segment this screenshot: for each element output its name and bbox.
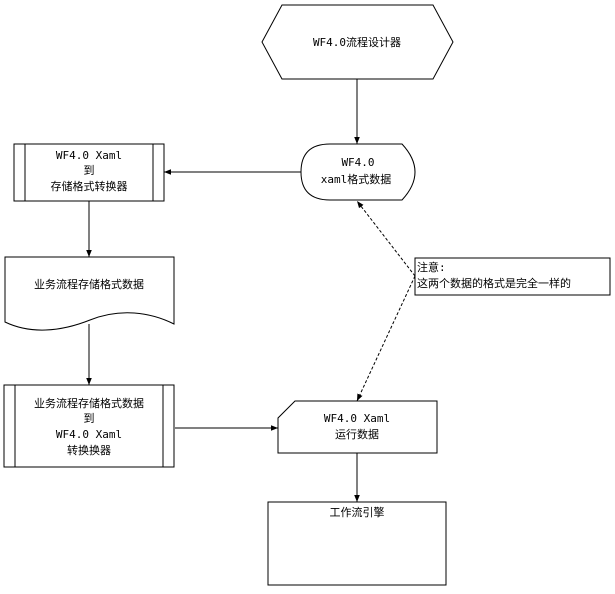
note-callout: 注意: 这两个数据的格式是完全一样的 <box>414 257 611 296</box>
note-pointer-to-runtime <box>356 275 416 402</box>
storage-data-label: 业务流程存储格式数据 <box>34 277 144 291</box>
runtime-data-label-2: 运行数据 <box>335 427 379 441</box>
converter-to-xaml-label-2: 到 <box>84 412 95 425</box>
note-label-1: 注意: <box>417 260 446 274</box>
stored-data-shape <box>300 143 416 201</box>
node-converter-to-xaml: 业务流程存储格式数据 到 WF4.0 Xaml 转换换器 <box>3 384 175 468</box>
node-storage-data: 业务流程存储格式数据 <box>4 256 175 331</box>
converter-to-xaml-label-3: WF4.0 Xaml <box>56 428 122 441</box>
node-converter-to-storage: WF4.0 Xaml 到 存储格式转换器 <box>13 143 165 202</box>
converter-to-storage-label-3: 存储格式转换器 <box>51 179 128 193</box>
xaml-data-label-2: xaml格式数据 <box>321 172 392 186</box>
note-box <box>414 257 611 296</box>
runtime-data-label-1: WF4.0 Xaml <box>324 412 390 425</box>
converter-to-xaml-label-4: 转换换器 <box>67 443 111 457</box>
process-shape <box>13 143 165 202</box>
rect-shape <box>267 501 447 586</box>
document-shape <box>4 256 175 331</box>
note-pointer-to-xaml <box>356 200 416 277</box>
converter-to-storage-label-1: WF4.0 Xaml <box>56 149 122 162</box>
note-label-2: 这两个数据的格式是完全一样的 <box>417 276 571 290</box>
designer-label: WF4.0流程设计器 <box>313 35 401 49</box>
engine-label: 工作流引擎 <box>330 505 385 519</box>
xaml-data-label-1: WF4.0 <box>341 156 374 169</box>
converter-to-xaml-label-1: 业务流程存储格式数据 <box>34 396 144 410</box>
card-shape <box>277 400 438 454</box>
node-engine: 工作流引擎 <box>267 501 447 586</box>
node-designer: WF4.0流程设计器 <box>261 4 454 80</box>
node-xaml-data: WF4.0 xaml格式数据 <box>300 143 416 201</box>
process-shape <box>3 384 175 468</box>
converter-to-storage-label-2: 到 <box>84 164 95 177</box>
edges <box>86 79 416 502</box>
hexagon-shape <box>261 4 454 80</box>
node-runtime-data: WF4.0 Xaml 运行数据 <box>277 400 438 454</box>
